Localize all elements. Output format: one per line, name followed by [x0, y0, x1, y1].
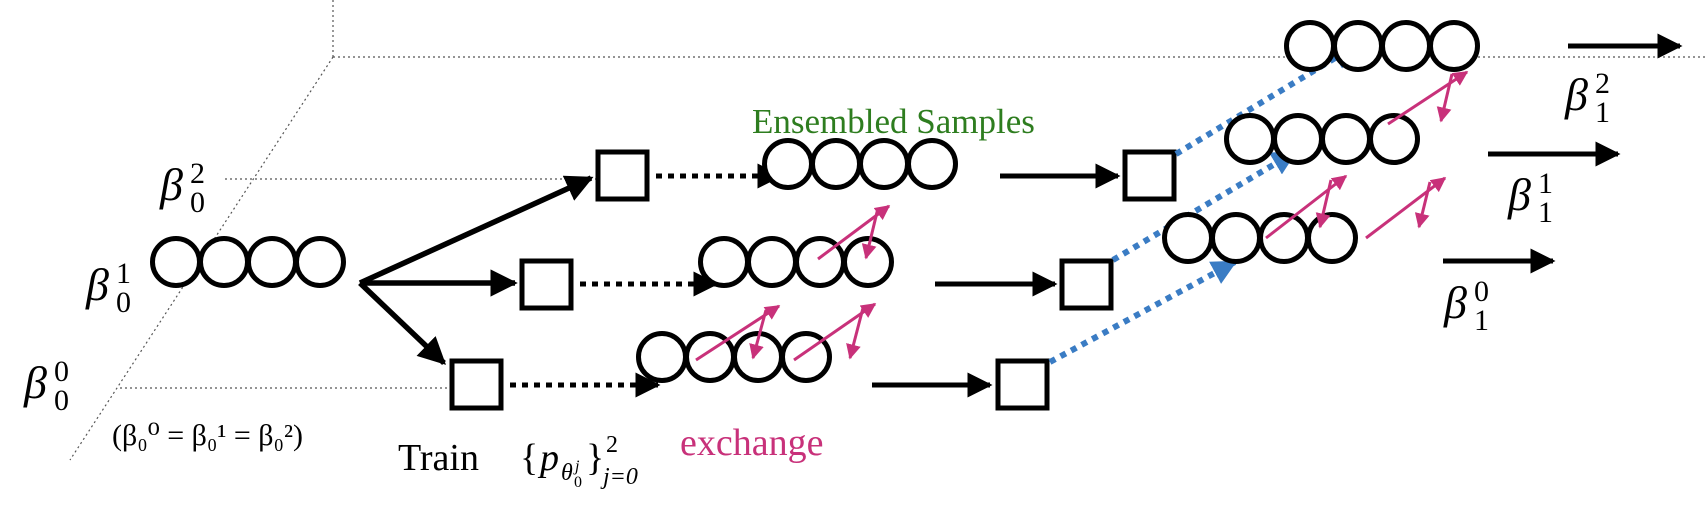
exchange-down-2-1 [861, 207, 880, 260]
svg-text:0: 0 [1474, 275, 1489, 308]
svg-text:0: 0 [190, 186, 205, 219]
model-box-1-next [1059, 258, 1114, 311]
svg-text:1: 1 [116, 257, 131, 290]
svg-text:j=0: j=0 [600, 464, 638, 490]
next-chain-1-sample-2 [1320, 113, 1372, 165]
trailing-arrows [1443, 33, 1683, 274]
svg-text:β: β [85, 259, 109, 310]
ensembled-chain-1-sample-3 [842, 236, 894, 288]
next-chain-1-sample-1 [1272, 113, 1324, 165]
initial-chain-sample-0 [150, 236, 202, 288]
beta-label-b0-1: β 1 0 [85, 257, 131, 319]
train-label: Train { p θ j 0 } 2 j=0 [398, 432, 638, 491]
next-chain-0-sample-1 [1210, 212, 1262, 264]
svg-text:0: 0 [54, 384, 69, 417]
ensembled-chain-0-sample-0 [636, 331, 688, 383]
svg-text:j: j [573, 458, 580, 475]
svg-text:}: } [586, 437, 604, 479]
svg-text:0: 0 [116, 286, 131, 319]
svg-text:0: 0 [574, 474, 582, 491]
beta-label-b1-0: β 0 1 [1443, 275, 1489, 337]
next-exchange-down-1-0b [1414, 181, 1432, 229]
next-chain-0-sample-3 [1306, 212, 1358, 264]
svg-text:2: 2 [190, 157, 205, 190]
next-exchange-up-1-2 [1387, 70, 1469, 126]
beta-label-b0-2: β 2 0 [159, 157, 205, 219]
svg-text:β: β [159, 159, 183, 210]
svg-text:θ: θ [561, 460, 573, 486]
ensembled-chain-2-sample-2 [858, 138, 910, 190]
next-exchange-down-2-1 [1436, 73, 1454, 123]
next-stage-chains [1162, 20, 1480, 264]
model-box-2-next [1122, 149, 1177, 202]
next-chain-2-sample-0 [1284, 20, 1336, 72]
svg-text:1: 1 [1538, 196, 1553, 229]
svg-text:β: β [23, 357, 47, 408]
model-boxes [449, 149, 1177, 411]
ensembled-samples-label: Ensembled Samples [752, 102, 1035, 141]
initial-chain-sample-3 [294, 236, 346, 288]
svg-text:2: 2 [606, 432, 618, 458]
next-chain-2-sample-3 [1428, 20, 1480, 72]
svg-text:1: 1 [1538, 167, 1553, 200]
svg-text:p: p [537, 437, 559, 479]
beta-label-b0-0: β 0 0 [23, 355, 69, 417]
model-box-0 [449, 358, 504, 411]
chain-output-arrows [872, 163, 1121, 398]
exchange-arrows [695, 204, 891, 362]
ensembled-chain-2-sample-1 [810, 138, 862, 190]
next-chain-2-sample-2 [1380, 20, 1432, 72]
exchange-down-1-0a [749, 309, 768, 360]
next-exchange-up-0-1b [1365, 176, 1447, 240]
exchange-label: exchange [680, 422, 823, 464]
next-chain-1-sample-3 [1368, 113, 1420, 165]
svg-text:0: 0 [54, 355, 69, 388]
svg-text:1: 1 [1474, 304, 1489, 337]
branch-arrow-upper [358, 175, 594, 286]
next-chain-2-sample-1 [1332, 20, 1384, 72]
svg-text:β: β [1507, 169, 1531, 220]
ensembled-chain-2-sample-3 [906, 138, 958, 190]
ensembled-chain-1-sample-0 [698, 236, 750, 288]
beta-label-b1-2: β 2 1 [1564, 67, 1610, 129]
equality-note: (β₀⁰ = β₀¹ = β₀²) [112, 419, 303, 452]
ensembled-chain-2-sample-0 [762, 138, 814, 190]
svg-text:2: 2 [1595, 67, 1610, 100]
model-box-1 [519, 258, 574, 311]
exchange-down-1-0b [846, 307, 865, 360]
sampling-arrows [510, 163, 783, 398]
next-chain-1-sample-0 [1224, 113, 1276, 165]
branch-arrows [358, 175, 594, 365]
initial-chain-sample-2 [246, 236, 298, 288]
model-box-0-next [995, 358, 1050, 411]
svg-text:β: β [1443, 277, 1467, 328]
svg-text:{: { [520, 437, 538, 479]
svg-text:1: 1 [1595, 96, 1610, 129]
next-chain-0-sample-0 [1162, 212, 1214, 264]
svg-text:Train: Train [398, 437, 479, 479]
branch-arrow-lower [358, 281, 446, 365]
exchange-arrows-next [1265, 70, 1469, 240]
ensembled-sample-chains [636, 138, 958, 383]
svg-text:β: β [1564, 69, 1588, 120]
model-box-2 [595, 149, 650, 202]
initial-sample-chain [150, 236, 346, 288]
next-exchange-down-1-0a [1315, 179, 1333, 229]
next-exchange-up-0-1a [1265, 174, 1348, 240]
initial-chain-sample-1 [198, 236, 250, 288]
beta-label-b1-1: β 1 1 [1507, 167, 1553, 229]
ensembled-chain-1-sample-1 [746, 236, 798, 288]
